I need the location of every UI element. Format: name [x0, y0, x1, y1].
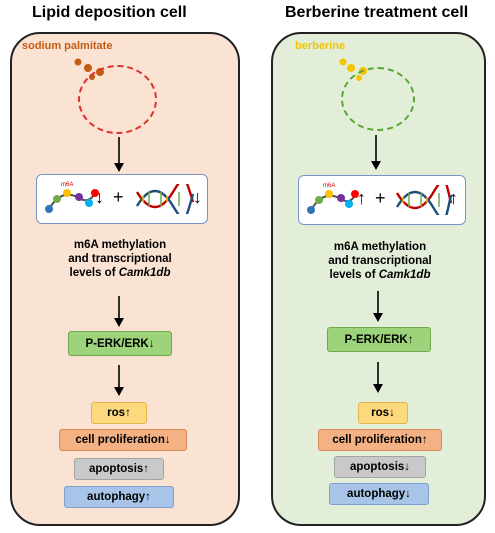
apoptosis-box: apoptosis↑: [74, 458, 164, 480]
svg-text:m6A: m6A: [323, 183, 335, 189]
transcription-level-arrow: ↓: [193, 187, 202, 207]
down-arrow-4: [371, 135, 381, 170]
left-molecule-box: m6A ↓ + ↓: [36, 174, 208, 224]
caption-line-1: m6A methylation: [73, 239, 167, 251]
right-caption: m6A methylation and transcriptional leve…: [300, 240, 460, 282]
autophagy-box: autophagy↑: [64, 486, 174, 508]
down-arrow-5: [373, 291, 383, 322]
lipid-vesicle: [78, 65, 157, 134]
ros-box-right: ros↓: [358, 402, 408, 424]
m6a-level-arrow-right: ↑: [357, 188, 366, 208]
caption-line-2-right: and transcriptional: [328, 255, 432, 267]
left-caption: m6A methylation and transcriptional leve…: [40, 238, 200, 280]
dna-helix-icon: [135, 184, 195, 214]
plus-sign: +: [113, 187, 124, 207]
gene-name-right: Camk1db: [378, 269, 431, 281]
right-molecule-box: m6A ↑ + ↑: [298, 175, 466, 225]
caption-line-1-right: m6A methylation: [333, 241, 427, 253]
berberine-label: berberine: [295, 40, 346, 52]
left-panel-title: Lipid deposition cell: [32, 4, 187, 21]
ros-box: ros↑: [91, 402, 147, 424]
plus-sign-right: +: [375, 188, 386, 208]
caption-line-3-right: levels of: [329, 269, 379, 281]
cell-proliferation-box-right: cell proliferation↑: [318, 429, 442, 451]
dna-helix-icon-right: [395, 185, 453, 215]
down-arrow-3: [114, 365, 124, 396]
m6a-rna-icon: m6A: [45, 182, 99, 213]
m6a-level-arrow: ↓: [95, 187, 104, 207]
caption-line-3: levels of: [69, 267, 119, 279]
perk-erk-box: P-ERK/ERK↓: [68, 331, 172, 356]
apoptosis-box-right: apoptosis↓: [334, 456, 426, 478]
autophagy-box-right: autophagy↓: [329, 483, 429, 505]
gene-name: Camk1db: [118, 267, 171, 279]
cell-proliferation-box: cell proliferation↓: [59, 429, 187, 451]
berberine-vesicle: [341, 67, 415, 131]
sodium-palmitate-label: sodium palmitate: [22, 40, 113, 52]
caption-line-2: and transcriptional: [68, 253, 172, 265]
down-arrow-1: [114, 137, 124, 172]
transcription-level-arrow-right: ↑: [449, 188, 458, 208]
right-panel-title: Berberine treatment cell: [285, 4, 469, 21]
down-arrow-2: [114, 296, 124, 327]
perk-erk-box-right: P-ERK/ERK↑: [327, 327, 431, 352]
svg-text:m6A: m6A: [61, 182, 73, 188]
m6a-rna-icon-right: m6A: [307, 183, 359, 214]
down-arrow-6: [373, 362, 383, 393]
